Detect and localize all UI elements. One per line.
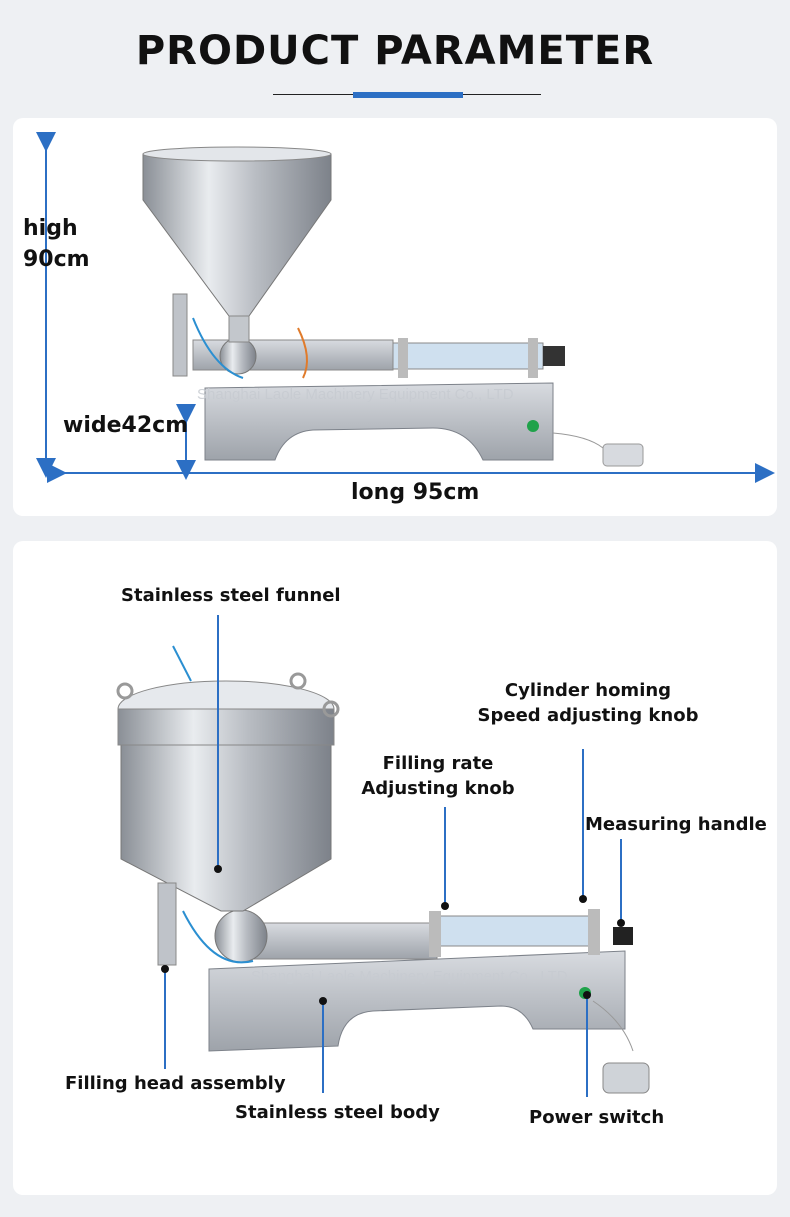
height-label-line1: high bbox=[23, 216, 78, 241]
title-accent-bar bbox=[353, 92, 463, 98]
machine-photo-1 bbox=[142, 146, 644, 467]
label-cylinder-homing-line2: Speed adjusting knob bbox=[477, 705, 699, 726]
label-measuring-handle: Measuring handle bbox=[585, 814, 767, 835]
label-power-switch: Power switch bbox=[529, 1107, 665, 1128]
width-label: wide42cm bbox=[63, 413, 189, 438]
label-cylinder-homing-line1: Cylinder homing bbox=[504, 680, 672, 701]
label-filling-head-assembly: Filling head assembly bbox=[65, 1073, 286, 1094]
dimensions-card: Shanghai Laole Machinery Equipment Co., … bbox=[13, 118, 777, 516]
page-title: PRODUCT PARAMETER bbox=[135, 28, 655, 74]
parts-illustration: Shanghai Laole Machinery Equipment Co., … bbox=[116, 615, 650, 1097]
parts-card: Shanghai Laole Machinery Equipment Co., … bbox=[13, 541, 777, 1195]
height-label-line2: 90cm bbox=[23, 247, 90, 272]
length-label: long 95cm bbox=[351, 480, 480, 505]
watermark-1: Shanghai Laole Machinery Equipment Co., … bbox=[197, 386, 514, 403]
watermark-2: Shanghai Laole Machinery Equipment Co., … bbox=[251, 968, 568, 985]
label-filling-rate-line1: Filling rate bbox=[382, 753, 494, 774]
label-stainless-steel-body: Stainless steel body bbox=[235, 1102, 440, 1123]
dimensions-illustration: Shanghai Laole Machinery Equipment Co., … bbox=[36, 132, 775, 483]
leader-dots bbox=[161, 865, 625, 1005]
label-stainless-steel-funnel: Stainless steel funnel bbox=[121, 585, 341, 606]
leader-lines bbox=[164, 615, 622, 1097]
label-filling-rate-line2: Adjusting knob bbox=[361, 778, 515, 799]
machine-photo-2 bbox=[116, 645, 650, 1094]
